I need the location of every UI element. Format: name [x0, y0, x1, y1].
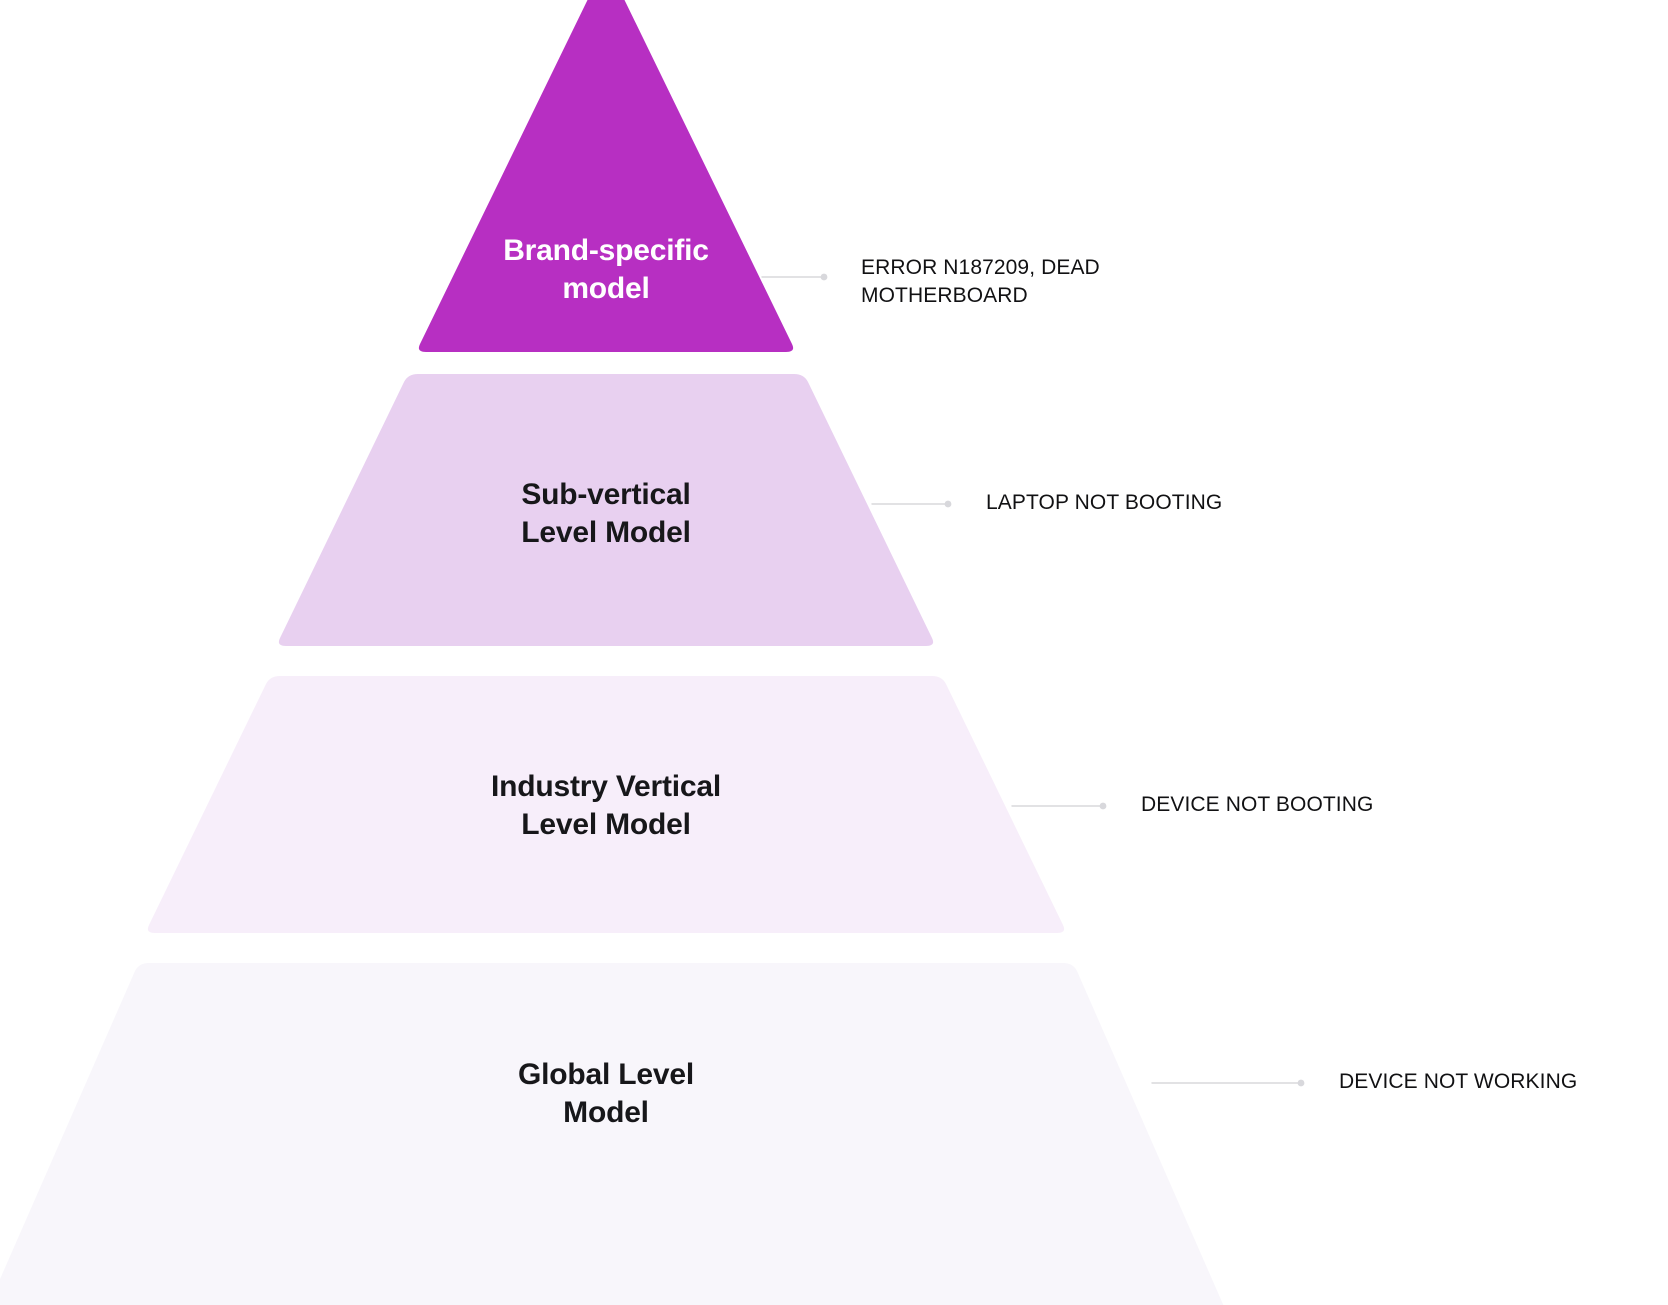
callout-connector-1 [761, 273, 828, 281]
pyramid-tier-2-shape [278, 374, 934, 646]
callout-connector-3 [1011, 802, 1107, 810]
callout-label-3: DEVICE NOT BOOTING [1141, 793, 1374, 816]
callout-label-2: LAPTOP NOT BOOTING [986, 491, 1223, 514]
callout-connector-4 [1151, 1079, 1305, 1087]
callout-label-4: DEVICE NOT WORKING [1339, 1070, 1578, 1093]
pyramid-tier-4-shape [0, 963, 1224, 1305]
callout-label-1: ERROR N187209, DEAD MOTHERBOARD [861, 256, 1100, 308]
callout-connector-2 [871, 500, 952, 508]
pyramid-tier-1-shape [418, 0, 794, 352]
pyramid-tier-3-shape [147, 676, 1065, 933]
